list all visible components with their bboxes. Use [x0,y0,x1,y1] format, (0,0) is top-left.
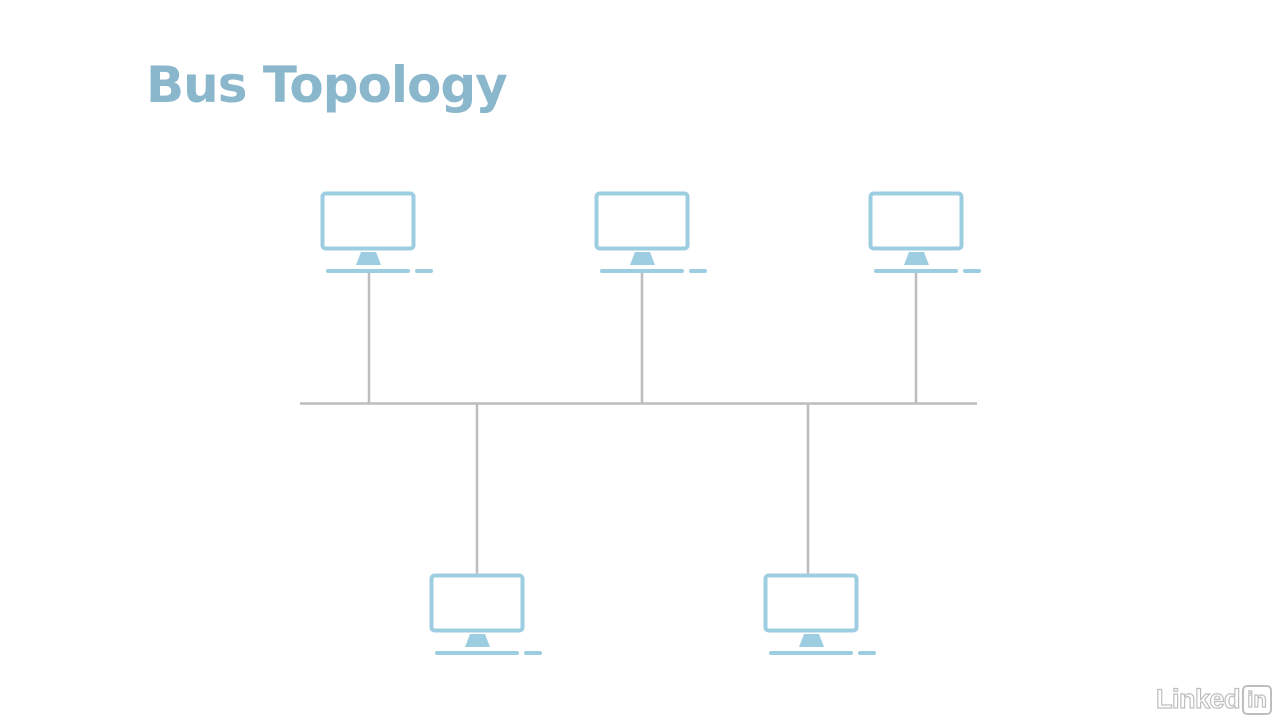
computer-top-right [868,191,981,273]
linkedin-watermark: Linked in [1155,683,1272,715]
slide-title: Bus Topology [146,56,508,114]
monitor-icon [763,573,876,655]
computer-bottom-right [763,573,876,655]
monitor-icon [594,191,707,273]
computer-top-middle [594,191,707,273]
computer-top-left [320,191,433,273]
watermark-brand-text: Linked [1155,683,1241,714]
monitor-icon [320,191,433,273]
monitor-icon [429,573,542,655]
watermark-brand-box: in [1242,684,1272,715]
computer-bottom-left [429,573,542,655]
monitor-icon [868,191,981,273]
